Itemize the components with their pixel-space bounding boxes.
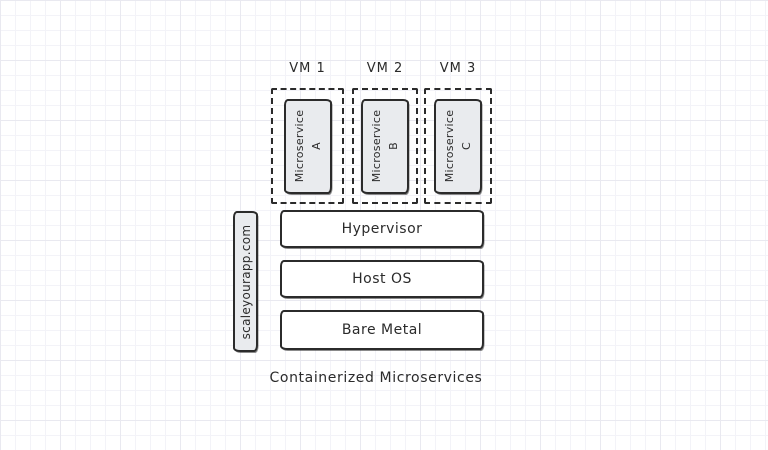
microservice-c-label: Microservice C (441, 110, 475, 183)
microservice-a-letter: A (309, 142, 323, 150)
bare-metal-label: Bare Metal (341, 322, 423, 338)
watermark-label: scaleyourapp.com (238, 224, 253, 339)
vm-1-label: VM 1 (289, 61, 326, 76)
watermark-box: scaleyourapp.com (233, 211, 258, 352)
host-os-layer: Host OS (280, 260, 484, 298)
diagram-caption: Containerized Microservices (269, 370, 483, 386)
microservice-c-letter: C (460, 142, 473, 150)
vm-2-boundary: Microservice B (352, 88, 418, 204)
microservice-a-box: Microservice A (283, 98, 332, 194)
microservice-a-label: Microservice A (290, 110, 324, 183)
microservice-a-name: Microservice (292, 109, 306, 183)
microservice-b-letter: B (387, 142, 400, 150)
vm-1-boundary: Microservice A (271, 88, 344, 204)
microservice-b-label: Microservice B (368, 110, 402, 183)
bare-metal-layer: Bare Metal (280, 310, 484, 350)
microservice-c-name: Microservice (442, 109, 456, 183)
microservice-c-box: Microservice C (434, 98, 482, 194)
hypervisor-layer: Hypervisor (280, 210, 484, 248)
vm-2-label: VM 2 (366, 61, 404, 76)
hypervisor-label: Hypervisor (341, 221, 423, 237)
vm-3-label: VM 3 (439, 61, 477, 76)
microservice-b-box: Microservice B (361, 98, 409, 194)
microservice-b-name: Microservice (369, 109, 383, 183)
vm-3-boundary: Microservice C (424, 88, 492, 204)
host-os-label: Host OS (352, 271, 412, 287)
